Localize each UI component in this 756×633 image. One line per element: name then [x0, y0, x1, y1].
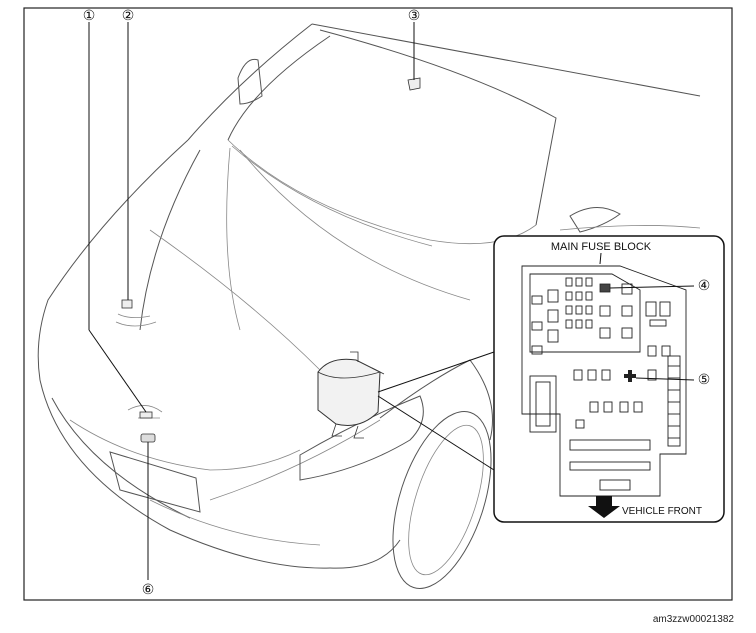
callout-5: ⑤ [698, 371, 711, 387]
figure-frame [23, 7, 733, 601]
fuse-cells-lower [569, 355, 681, 491]
inset-title: MAIN FUSE BLOCK [551, 241, 652, 253]
component-6-marker [140, 433, 156, 443]
callout-2: ② [122, 7, 135, 23]
vehicle-front-arrow-icon [588, 496, 620, 518]
callout-6: ⑥ [142, 581, 155, 597]
fuse-cells-upper [531, 277, 671, 355]
fuse-cells-middle [529, 345, 671, 433]
inset-frame [493, 235, 725, 523]
callout-labels: ① ② ③ ④ ⑤ ⑥ [83, 7, 711, 597]
callout-3: ③ [408, 7, 421, 23]
callout-leaders [88, 22, 415, 580]
component-3-marker [407, 77, 421, 91]
callout-4: ④ [698, 277, 711, 293]
fuse-box-on-car [317, 351, 385, 439]
vehicle-front-label: VEHICLE FRONT [622, 506, 702, 517]
figure-code: am3zzw00021382 [652, 614, 734, 625]
callout-1: ① [83, 7, 96, 23]
main-fuse-block-inset: MAIN FUSE BLOCK [377, 235, 725, 523]
car-illustration [37, 23, 701, 589]
